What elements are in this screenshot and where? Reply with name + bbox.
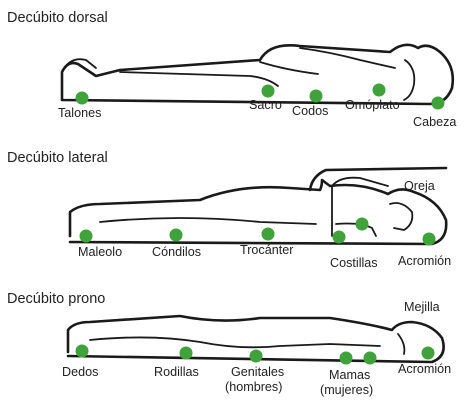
label-maleolo: Maleolo [78, 245, 122, 259]
lateral-body-outline [70, 168, 446, 244]
lateral-point-condilos [170, 229, 183, 242]
label-mujeres: (mujeres) [320, 383, 373, 397]
dorsal-point-sacro [262, 85, 275, 98]
lateral-point-trocanter [262, 228, 275, 241]
label-oreja: Oreja [404, 179, 435, 193]
dorsal-body-outline [62, 45, 453, 104]
prono-point-mamas-2 [364, 352, 377, 365]
label-cabeza: Cabeza [413, 115, 456, 129]
label-talones: Talones [58, 106, 101, 120]
panel-title-lateral: Decúbito lateral [7, 150, 108, 166]
label-mamas: Mamas [329, 368, 370, 382]
label-codos: Codos [292, 104, 328, 118]
label-dedos: Dedos [62, 365, 98, 379]
label-trocanter: Trocánter [240, 243, 293, 257]
label-acromion-lateral: Acromión [398, 254, 451, 268]
label-omoplato: Omóplato [345, 98, 400, 112]
lateral-point-costillas-2 [356, 218, 369, 231]
dorsal-point-talones [76, 92, 89, 105]
lateral-point-acromion [423, 233, 436, 246]
label-mejilla: Mejilla [404, 300, 440, 314]
label-costillas: Costillas [330, 256, 378, 270]
label-hombres: (hombres) [225, 380, 282, 394]
prono-point-dedos [76, 345, 89, 358]
label-sacro: Sacro [249, 98, 282, 112]
lateral-point-maleolo [80, 230, 93, 243]
prono-point-genitales [250, 350, 263, 363]
dorsal-point-omoplato [373, 84, 386, 97]
label-condilos: Cóndilos [152, 245, 201, 259]
label-acromion-prono: Acromión [398, 362, 451, 376]
lateral-point-costillas-1 [333, 231, 346, 244]
prono-point-rodillas [180, 347, 193, 360]
prono-point-acromion [422, 347, 435, 360]
label-genitales: Genitales [231, 365, 284, 379]
dorsal-point-codos [310, 90, 323, 103]
panel-title-prono: Decúbito prono [7, 291, 105, 307]
dorsal-point-cabeza [432, 97, 445, 110]
label-rodillas: Rodillas [154, 365, 199, 379]
prono-point-mamas-1 [340, 352, 353, 365]
